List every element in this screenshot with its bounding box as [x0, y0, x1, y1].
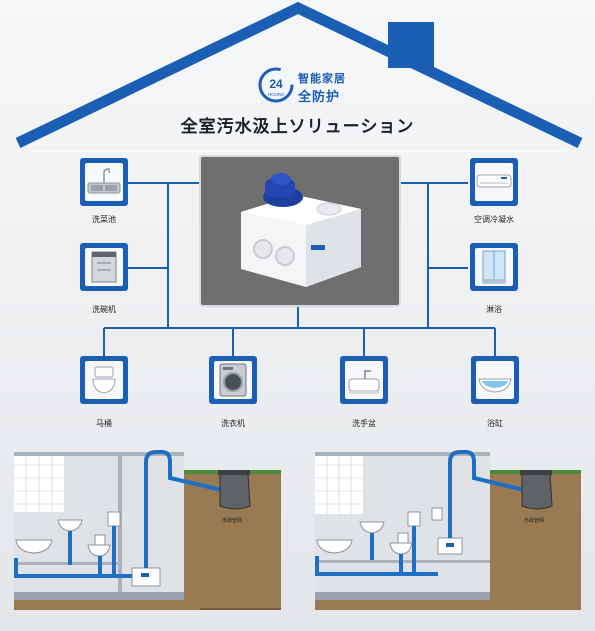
- sink-fixture: [57, 519, 83, 532]
- label-toilet: 马桶: [96, 419, 112, 428]
- label-air-conditioner: 空调冷凝水: [474, 215, 514, 224]
- tile-washing-machine: [209, 356, 257, 404]
- air-conditioner-icon: [476, 174, 512, 188]
- badge-number: 24: [269, 77, 283, 91]
- washing-machine-icon: [219, 363, 247, 397]
- chimney: [388, 22, 434, 68]
- tile-wash-basin: [340, 356, 388, 404]
- badge-line1: 智能家居: [298, 72, 346, 85]
- pump-product-panel: [199, 155, 401, 307]
- label-kitchen-sink: 洗菜池: [92, 215, 116, 224]
- label-washing-machine: 洗衣机: [221, 419, 245, 428]
- tile-air-conditioner: [470, 158, 518, 206]
- wash-basin-icon: [348, 370, 380, 394]
- badge-text: 智能家居 全防护: [298, 70, 346, 105]
- house-roof: [15, 1, 583, 152]
- badge-line2: 全防护: [298, 90, 341, 105]
- kitchen-sink-icon: [87, 168, 121, 194]
- label-bathtub: 浴缸: [487, 419, 503, 428]
- sewer-label-right: 市政管网: [524, 518, 545, 524]
- label-wash-basin: 洗手盆: [352, 419, 376, 428]
- lift-pump-icon: [241, 173, 361, 287]
- page-title: 全室汚水汲上ソリューション: [180, 117, 415, 137]
- 24-hours-badge-icon: 24 HOURS: [258, 67, 294, 103]
- bathtub-fixture: [15, 539, 53, 554]
- sewer-label-left: 市政管网: [222, 518, 243, 524]
- toilet-icon: [92, 366, 116, 394]
- bathtub-icon: [478, 378, 512, 393]
- dishwasher-icon: [91, 251, 117, 283]
- tile-bathtub: [471, 356, 519, 404]
- tile-toilet: [80, 356, 128, 404]
- shower-icon: [482, 250, 506, 284]
- tile-dishwasher: [80, 243, 128, 291]
- connector-lines: [103, 182, 496, 356]
- tile-shower: [470, 243, 518, 291]
- badge-hours: HOURS: [268, 92, 284, 97]
- label-shower: 淋浴: [486, 305, 502, 314]
- label-dishwasher: 洗碗机: [92, 305, 116, 314]
- sewer-manhole: [219, 473, 251, 510]
- tile-kitchen-sink: [80, 158, 128, 206]
